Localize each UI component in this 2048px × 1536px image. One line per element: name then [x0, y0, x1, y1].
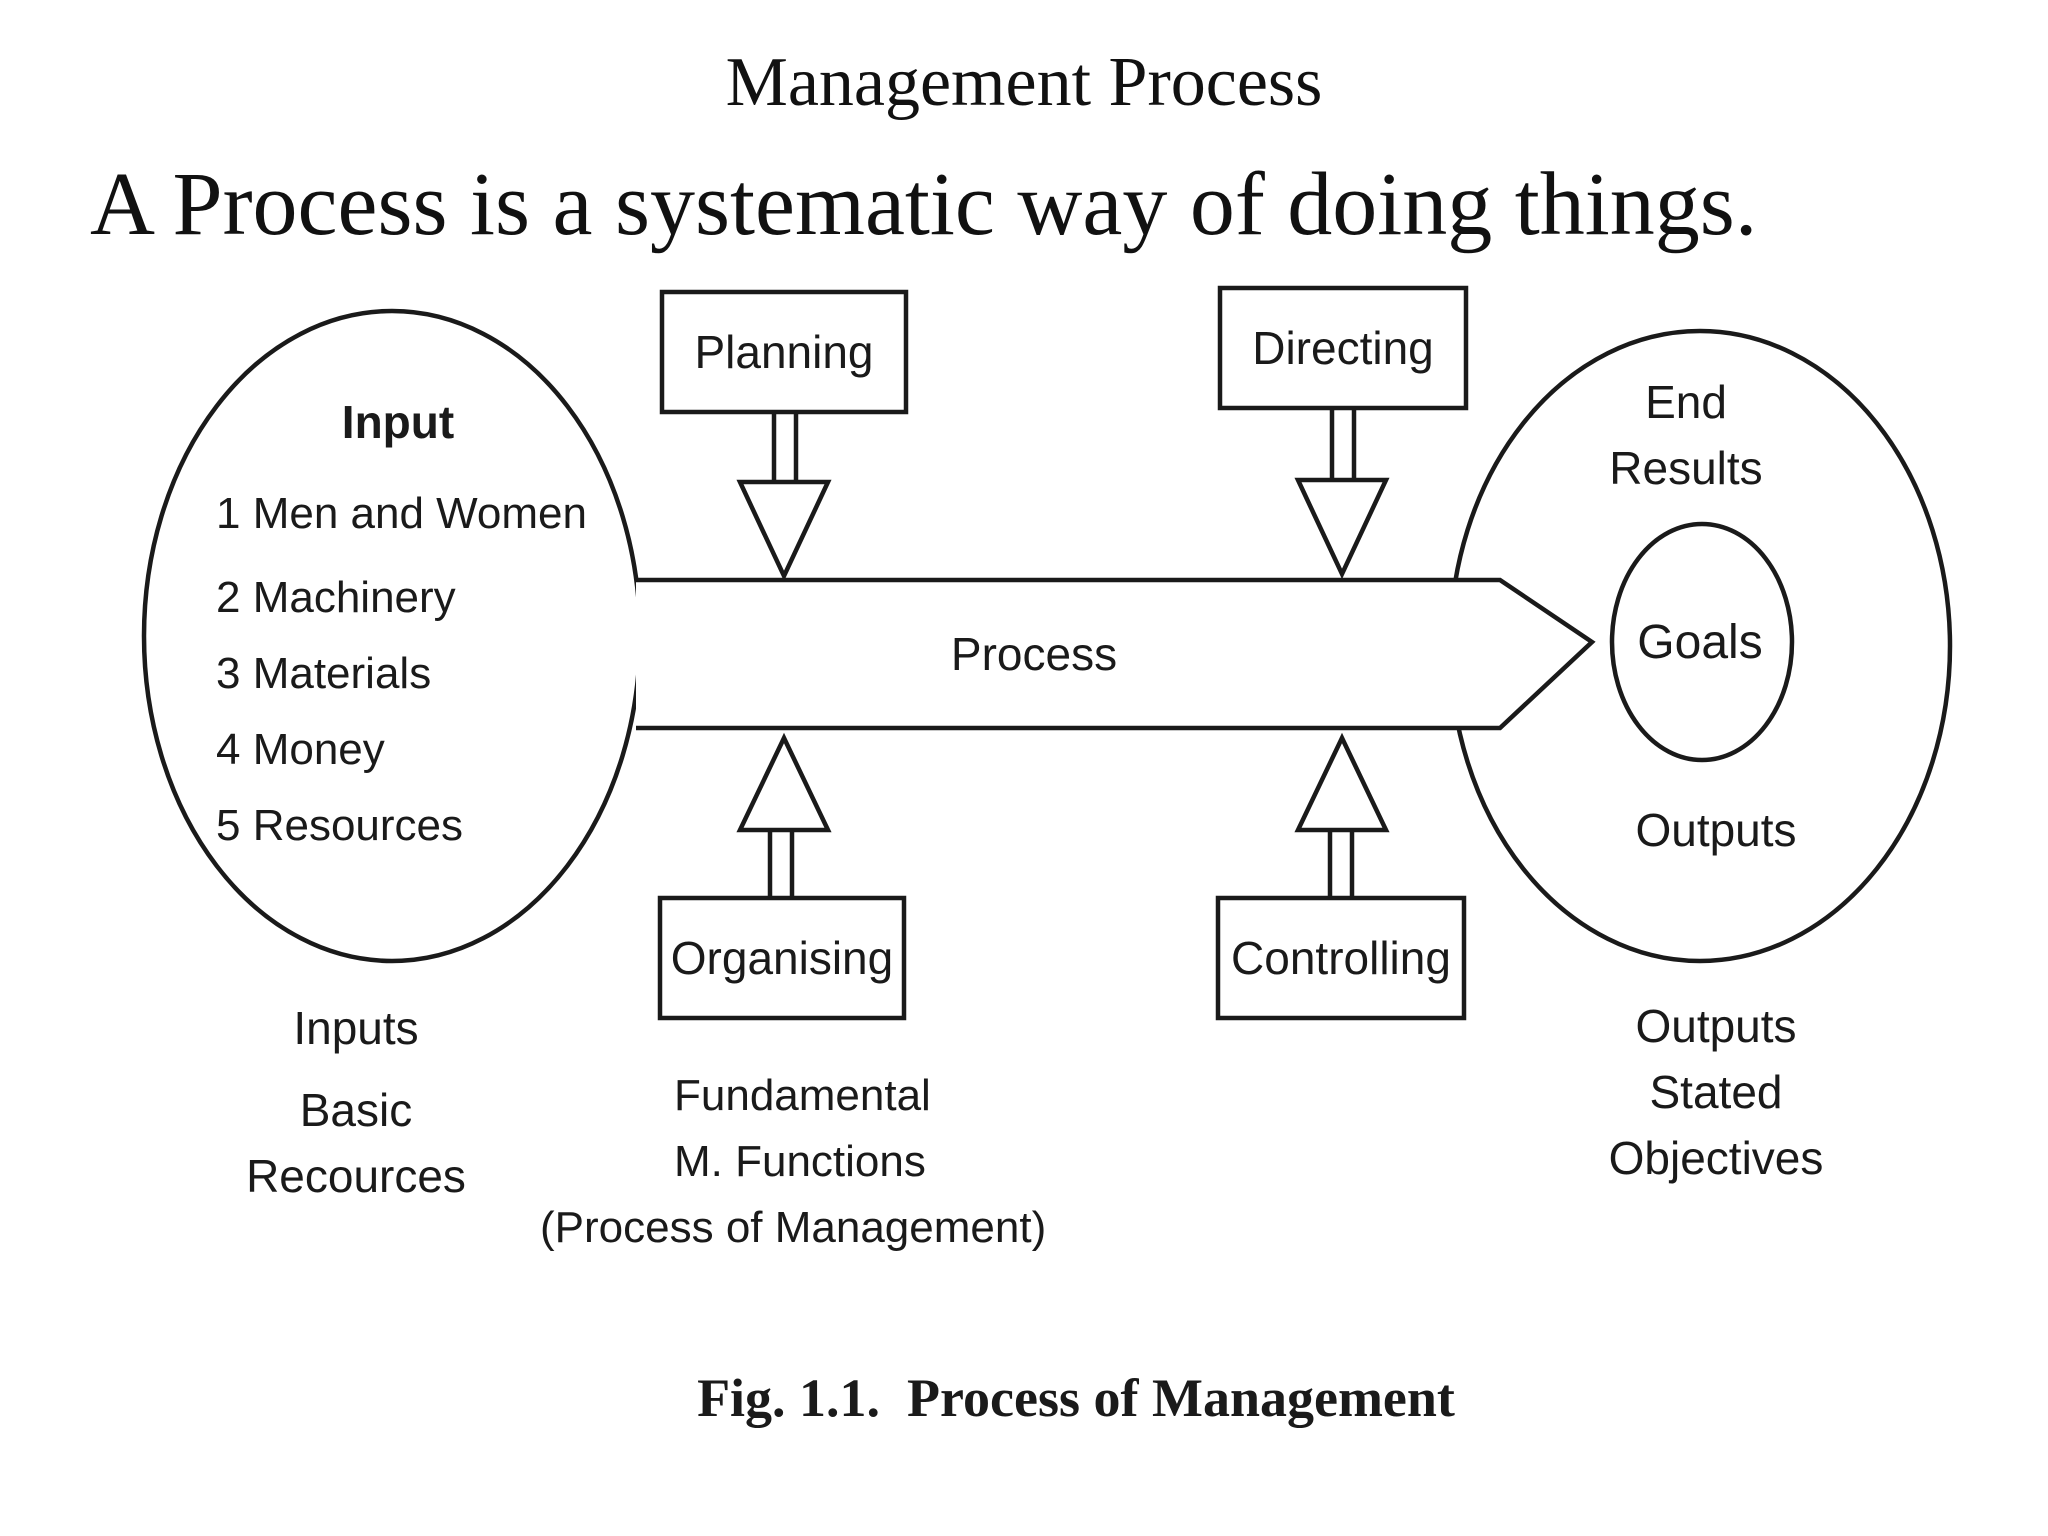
fundamental-label: (Process of Management): [540, 1203, 1046, 1252]
process-label: Process: [951, 628, 1117, 680]
input-item: 4 Money: [216, 725, 385, 774]
organising-box: [657, 895, 907, 1021]
input-item: 3 Materials: [216, 649, 431, 698]
input-item: 1 Men and Women: [216, 489, 587, 538]
outputs-label: Outputs: [1635, 804, 1796, 856]
controlling-label: Controlling: [1231, 932, 1451, 984]
inputs-bottom-label: Recources: [246, 1150, 466, 1202]
input-item: 5 Resources: [216, 801, 463, 850]
inputs-bottom-label: Inputs: [293, 1002, 418, 1054]
fundamental-label: Fundamental: [674, 1071, 931, 1120]
slide-title: Management Process: [725, 44, 1323, 121]
controlling-arrowhead: [1294, 732, 1390, 833]
inputs-bottom-label: Basic: [300, 1084, 412, 1136]
directing-box: [1217, 285, 1469, 411]
directing-arrowhead: [1294, 477, 1390, 580]
goals-circle: [1609, 521, 1795, 763]
outputs-bottom-label: Objectives: [1609, 1132, 1824, 1184]
slide-subtitle: A Process is a systematic way of doing t…: [90, 155, 1758, 254]
planning-box: [659, 289, 909, 415]
planning-label: Planning: [694, 326, 873, 378]
controlling-box: [1215, 895, 1467, 1021]
process-arrow: [636, 577, 1596, 731]
input-heading: Input: [342, 396, 454, 448]
end-results-label: Results: [1609, 442, 1762, 494]
planning-arrowhead: [736, 479, 832, 582]
fundamental-label: M. Functions: [674, 1137, 926, 1186]
outputs-bottom-label: Stated: [1650, 1066, 1783, 1118]
goals-label: Goals: [1637, 616, 1762, 669]
outputs-bottom-label: Outputs: [1635, 1000, 1796, 1052]
figure-caption: Fig. 1.1. Process of Management: [697, 1368, 1455, 1428]
directing-label: Directing: [1252, 322, 1434, 374]
organising-label: Organising: [671, 932, 893, 984]
end-results-label: End: [1645, 376, 1727, 428]
organising-arrowhead: [736, 732, 832, 833]
input-item: 2 Machinery: [216, 573, 456, 622]
